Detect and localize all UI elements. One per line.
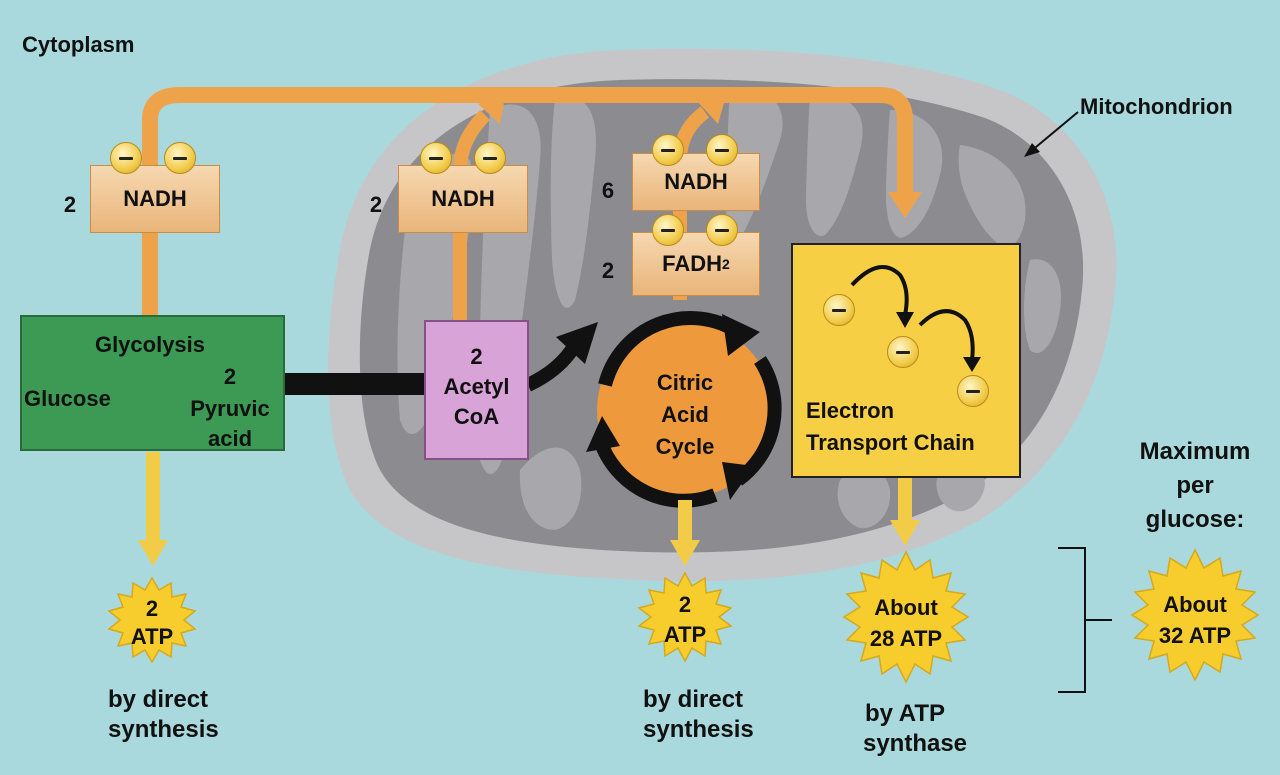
max-label-3: glucose: [1145, 506, 1245, 533]
cytoplasm-label: Cytoplasm [22, 32, 135, 57]
carrier-2-name: NADH [431, 186, 495, 211]
orange-arc-arrowhead [888, 192, 922, 218]
atp-1-line2: ATP [130, 624, 174, 649]
mitochondrion-pointer-head [1024, 143, 1040, 157]
atp-2-line2: ATP [663, 622, 707, 647]
citric-nadh-arrowhead [697, 96, 726, 124]
carrier-4-name: FADH [662, 251, 723, 276]
etc-electron-2 [887, 336, 919, 368]
citric-cycle-arc-bottom [593, 437, 718, 508]
carrier-1-name: NADH [123, 186, 187, 211]
atp-2-caption1: by direct [643, 686, 744, 713]
etc-atp-arrowhead [890, 520, 920, 546]
carrier-4-electron-a [652, 214, 684, 246]
max-label-1: Maximum [1139, 438, 1251, 465]
atp-1-line1: 2 [145, 596, 159, 621]
carrier-1-count: 2 [63, 192, 77, 217]
pyruvate-connector [285, 373, 425, 395]
glycolysis-atp-shaft [146, 452, 160, 542]
carrier-1-electron-a [110, 142, 142, 174]
etc-atp-shaft [898, 478, 912, 522]
carrier-2-box: NADH [398, 165, 528, 233]
atp-3-line2: 28 ATP [869, 626, 943, 651]
citric-cycle-circle [597, 322, 773, 498]
citric-atp-shaft [678, 500, 692, 542]
citric-cycle-arrowhead-right [722, 462, 754, 500]
bracket [1058, 547, 1112, 693]
atp-star-etc [842, 550, 970, 684]
carrier-2-electron-b [474, 142, 506, 174]
atp-star-glycolysis [107, 576, 197, 664]
carrier-3-count: 6 [601, 178, 615, 203]
etc-electron-arrowhead-2 [963, 357, 981, 372]
carrier-4-sub: 2 [722, 256, 730, 272]
atp-4-line1: About [1163, 592, 1227, 617]
etc-electron-3 [957, 375, 989, 407]
carrier-1-box: NADH [90, 165, 220, 233]
citric-cycle-arc-top [598, 311, 742, 387]
etc-label-1: Electron [806, 398, 895, 423]
atp-2-line1: 2 [678, 592, 692, 617]
citric-label-2: Acid [661, 402, 709, 427]
citric-label-1: Citric [656, 370, 714, 395]
glycolysis-atp-arrowhead [138, 540, 168, 566]
acetyl-label-2: CoA [453, 404, 500, 429]
carrier-2-electron-a [420, 142, 452, 174]
atp-1-caption1: by direct [108, 686, 209, 713]
glycolysis-title: Glycolysis [94, 332, 206, 357]
carrier-3-electron-b [706, 134, 738, 166]
citric-label-3: Cycle [655, 434, 715, 459]
citric-cycle-arrowhead-top [722, 314, 760, 356]
citric-atp-arrowhead [670, 540, 700, 566]
atp-3-caption2: synthase [862, 730, 968, 757]
carrier-4-count: 2 [601, 258, 615, 283]
atp-star-citric [637, 571, 733, 663]
max-label-2: per [1176, 472, 1214, 499]
acetyl-label: Acetyl [443, 374, 510, 399]
carrier-2-count: 2 [369, 192, 383, 217]
pyruvic-label: Pyruvic [190, 396, 270, 421]
atp-star-max [1130, 548, 1260, 682]
atp-3-caption1: by ATP [864, 700, 945, 727]
mitochondrion-pointer [1029, 111, 1079, 153]
carrier-3-box: NADH [632, 153, 760, 211]
acetyl-to-citric-arrowhead [556, 322, 598, 364]
etc-electron-arrow-1 [850, 265, 909, 316]
pyruvic-count: 2 [223, 364, 237, 389]
glycolysis-box [20, 315, 285, 451]
etc-electron-arrowhead-1 [896, 312, 914, 328]
mitochondrion-label: Mitochondrion [1080, 94, 1233, 119]
carrier-1-electron-b [164, 142, 196, 174]
acetyl-nadh-arrowhead [478, 96, 505, 124]
orange-arc-arrow [142, 87, 913, 320]
carrier-3-name: NADH [664, 169, 728, 194]
atp-1-caption2: synthesis [108, 716, 219, 743]
atp-3-line1: About [874, 595, 938, 620]
acetyl-coa-box [424, 320, 529, 460]
etc-label-2: Transport Chain [806, 430, 975, 455]
glucose-label: Glucose [24, 386, 111, 411]
citric-cycle-arrowhead-bottom [586, 416, 620, 452]
carrier-3-electron-a [652, 134, 684, 166]
atp-2-caption2: synthesis [643, 716, 754, 743]
atp-4-line2: 32 ATP [1158, 623, 1232, 648]
etc-electron-arrow-2 [918, 309, 975, 361]
carrier-4-electron-b [706, 214, 738, 246]
etc-electron-1 [823, 294, 855, 326]
pyruvic-label-2: acid [207, 426, 253, 451]
acetyl-count: 2 [470, 344, 483, 369]
